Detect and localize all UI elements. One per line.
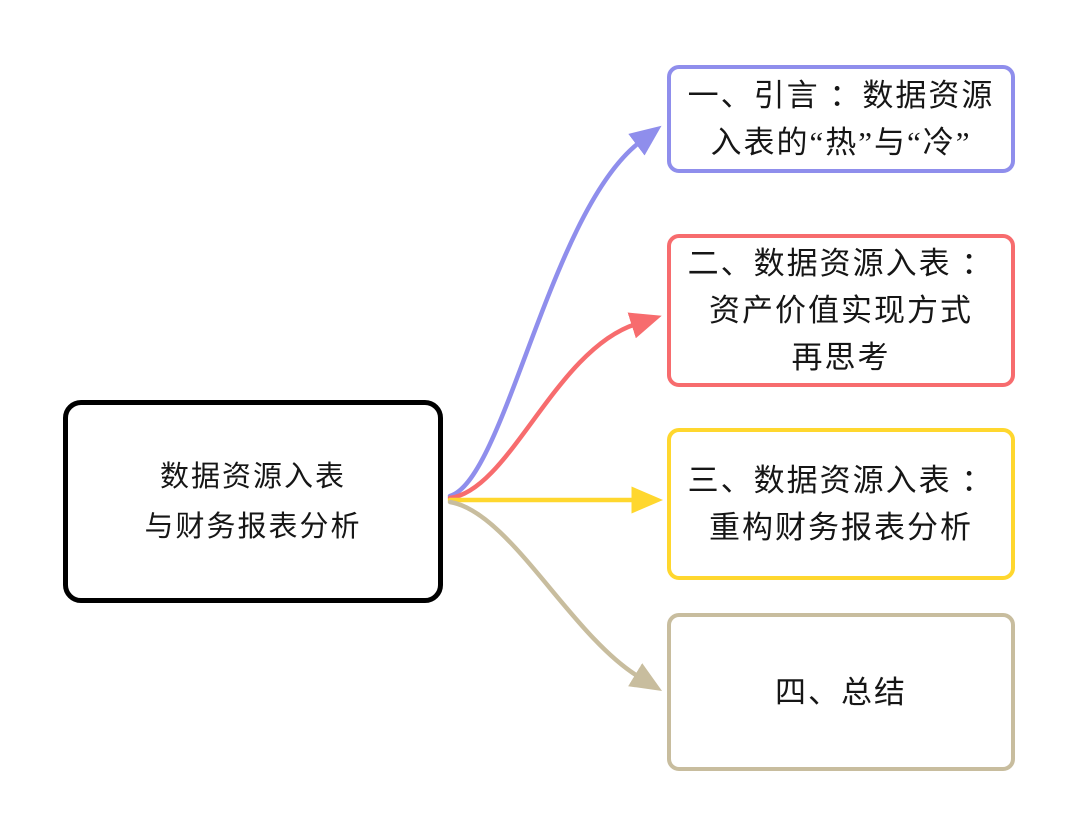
connector-branch-2 bbox=[447, 312, 662, 501]
connector-branch-1 bbox=[447, 125, 662, 499]
branch-node-text-line: 一、引言 ：数据资源 bbox=[687, 78, 995, 113]
connector-branch-4 bbox=[447, 499, 663, 692]
branch-node-intro[interactable]: 一、引言 ：数据资源 入表的“热”与“冷” bbox=[667, 65, 1015, 173]
branch-node-summary[interactable]: 四、总结 bbox=[667, 613, 1015, 771]
branch-node-restructure-statement-analysis[interactable]: 三、数据资源入表 ： 重构财务报表分析 bbox=[667, 428, 1015, 580]
root-node[interactable]: 数据资源入表 与财务报表分析 bbox=[63, 400, 443, 603]
root-node-text-line: 与财务报表分析 bbox=[144, 510, 362, 543]
branch-node-text-line: 二、数据资源入表 ： bbox=[687, 246, 995, 281]
branch-node-asset-value-rethink[interactable]: 二、数据资源入表 ： 资产价值实现方式 再思考 bbox=[667, 234, 1015, 387]
branch-node-text-line: 入表的“热”与“冷” bbox=[710, 125, 972, 160]
branch-node-text-line: 资产价值实现方式 bbox=[709, 293, 973, 328]
branch-node-text-line: 再思考 bbox=[791, 340, 891, 375]
branch-node-text-line: 三、数据资源入表 ： bbox=[687, 463, 995, 498]
branch-node-text-line: 四、总结 bbox=[775, 674, 907, 710]
root-node-text-line: 数据资源入表 bbox=[159, 460, 346, 493]
branch-node-text-line: 重构财务报表分析 bbox=[709, 510, 973, 545]
